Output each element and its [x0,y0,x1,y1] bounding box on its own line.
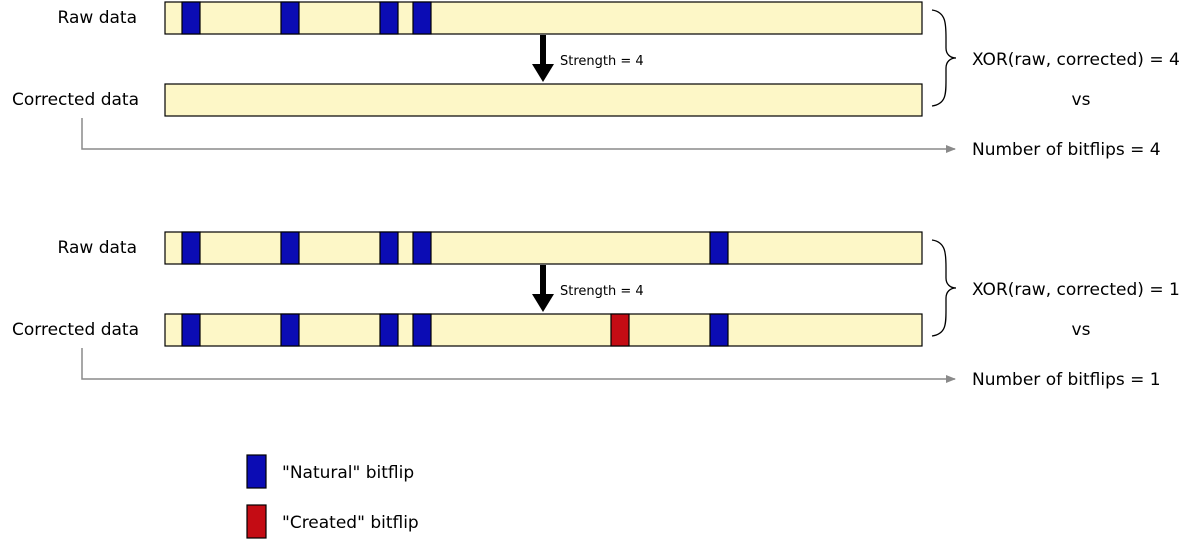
legend-natural-swatch [246,454,267,489]
raw-bitflips [181,1,432,35]
strength-arrow-shaft [540,35,546,65]
corrected-bitflips [181,313,729,347]
natural-bitflip-marker [181,1,201,35]
natural-bitflip-marker [280,1,300,35]
xor-label: XOR(raw, corrected) = 1 [972,280,1180,300]
corrected-data-bar [164,83,923,117]
natural-bitflip-marker [181,231,201,265]
panel-2: Raw data Strength = 4 Corrected data XOR… [12,231,1180,390]
natural-bitflip-marker [280,231,300,265]
panel-1: Raw data Strength = 4 Corrected data XOR… [12,1,1180,160]
created-bitflip-marker [610,313,630,347]
raw-data-bar [164,1,923,35]
guide-arrow [81,348,956,383]
natural-bitflip-marker [379,231,399,265]
strength-arrow-head [532,64,554,82]
curly-brace [931,9,957,107]
natural-bitflip-marker [709,231,729,265]
natural-bitflip-marker [412,231,432,265]
xor-label: XOR(raw, corrected) = 4 [972,50,1180,70]
raw-data-bar [164,231,923,265]
natural-bitflip-marker [412,1,432,35]
corrected-data-label: Corrected data [12,320,139,340]
legend-created-swatch [246,504,267,539]
strength-arrow-shaft [540,265,546,295]
corrected-data-bar [164,313,923,347]
strength-label: Strength = 4 [560,284,644,299]
natural-bitflip-marker [379,1,399,35]
vs-label: vs [1072,90,1091,110]
natural-bitflip-marker [280,313,300,347]
corrected-data-label: Corrected data [12,90,139,110]
natural-bitflip-marker [412,313,432,347]
curly-brace [931,239,957,337]
bitflips-count-label: Number of bitflips = 4 [972,140,1161,160]
natural-bitflip-marker [181,313,201,347]
raw-data-label: Raw data [58,8,137,28]
natural-bitflip-marker [709,313,729,347]
vs-label: vs [1072,320,1091,340]
legend-created-label: "Created" bitflip [282,513,419,533]
natural-bitflip-marker [379,313,399,347]
guide-arrow [81,118,956,153]
strength-label: Strength = 4 [560,54,644,69]
raw-bitflips [181,231,729,265]
raw-data-label: Raw data [58,238,137,258]
bitflips-count-label: Number of bitflips = 1 [972,370,1161,390]
legend-natural-label: "Natural" bitflip [282,463,414,483]
strength-arrow-head [532,294,554,312]
legend: "Natural" bitflip "Created" bitflip [246,454,419,539]
